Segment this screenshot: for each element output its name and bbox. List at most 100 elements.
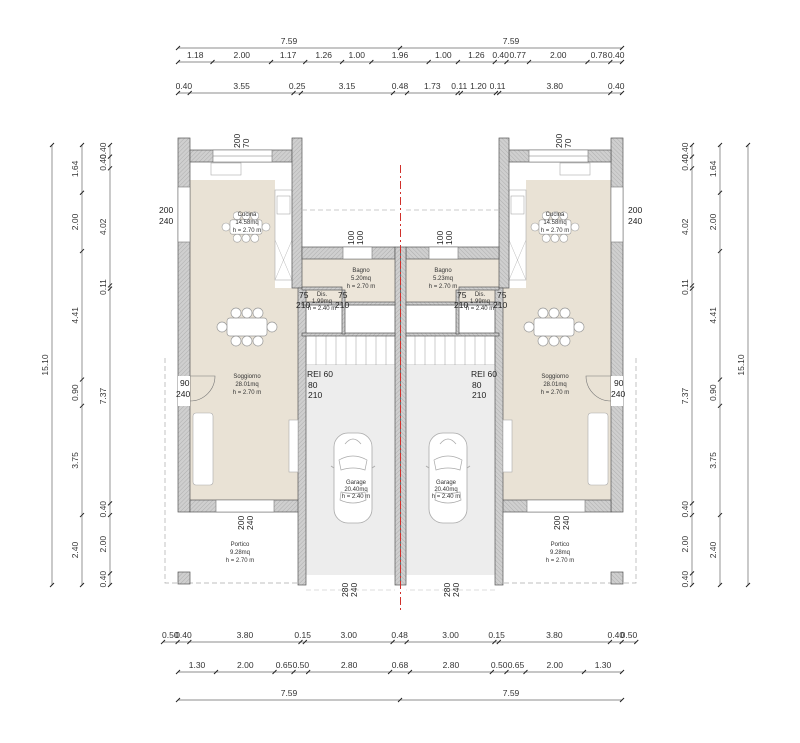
dimension-tick bbox=[387, 669, 393, 675]
room-area-garage: 20.40mq bbox=[344, 487, 367, 493]
dimension-tick bbox=[107, 501, 113, 506]
room-name-dis: Dis. bbox=[317, 292, 328, 298]
dimension-tick bbox=[689, 142, 695, 148]
dimension-value: 0.48 bbox=[392, 81, 409, 91]
opening-entry-door-h: 240 bbox=[611, 389, 625, 399]
dimension-value: 2.00 bbox=[233, 50, 250, 60]
dimension-value: 3.00 bbox=[340, 630, 357, 640]
dimension-tick bbox=[79, 377, 85, 382]
dimension-tick bbox=[272, 669, 277, 675]
dimension-tick bbox=[175, 45, 181, 51]
dimension-value: 0.40 bbox=[98, 501, 108, 518]
dimension-value: 1.26 bbox=[468, 50, 485, 60]
dimension-tick bbox=[455, 59, 461, 65]
dimension-tick bbox=[619, 669, 625, 675]
dimension-tick bbox=[186, 639, 192, 645]
dimension-value: 4.02 bbox=[680, 218, 690, 235]
dimension-value: 1.96 bbox=[392, 50, 409, 60]
opening-bath-window-h: 100 bbox=[355, 231, 365, 245]
dimension-tick bbox=[717, 142, 723, 148]
dimension-value: 0.40 bbox=[492, 50, 509, 60]
room-height-dis: h = 2.40 m bbox=[466, 306, 495, 312]
opening-dis-door-a-h: 210 bbox=[296, 300, 310, 310]
dimension-value: 1.64 bbox=[708, 160, 718, 177]
room-height-bagno: h = 2.70 m bbox=[429, 284, 458, 290]
opening-kitchen-window-h: 70 bbox=[241, 138, 251, 148]
room-height-garage: h = 2.40 m bbox=[432, 494, 461, 500]
labels-left: Cucina 14.58mq h = 2.70 m Bagno 5.20mq h… bbox=[159, 134, 375, 597]
opening-side-window-h: 240 bbox=[159, 216, 173, 226]
dimension-tick bbox=[619, 697, 625, 703]
dimension-value: 0.11 bbox=[451, 81, 467, 91]
dimension-tick bbox=[689, 283, 695, 288]
dimension-value: 1.20 bbox=[470, 81, 487, 91]
room-height-soggiorno: h = 2.70 m bbox=[541, 390, 570, 396]
dimension-tick bbox=[717, 248, 723, 254]
dimension-tick bbox=[504, 669, 509, 675]
dimension-tick bbox=[107, 512, 113, 518]
dimension-tick bbox=[79, 248, 85, 254]
dimension-value: 0.90 bbox=[70, 384, 80, 401]
room-area-soggiorno: 28.01mq bbox=[235, 382, 258, 388]
dimension-tick bbox=[607, 639, 613, 645]
dimension-value: 0.25 bbox=[289, 81, 306, 91]
dimension-tick bbox=[717, 512, 723, 518]
dimension-tick bbox=[107, 286, 113, 292]
dimension-tick bbox=[175, 90, 181, 96]
dimension-tick bbox=[49, 142, 55, 148]
opening-garage-door-rating: REI 60 bbox=[471, 369, 497, 379]
dimension-tick bbox=[504, 59, 509, 65]
room-area-garage: 20.40mq bbox=[434, 487, 457, 493]
room-name-garage: Garage bbox=[346, 480, 367, 486]
dimension-value: 1.30 bbox=[189, 660, 206, 670]
dimension-value: 0.50 bbox=[621, 630, 638, 640]
dimension-value: 2.00 bbox=[70, 213, 80, 230]
dimension-tick bbox=[745, 142, 751, 148]
dimension-tick bbox=[213, 669, 219, 675]
dimension-tick bbox=[397, 45, 403, 51]
opening-dis-door-a-h: 210 bbox=[454, 300, 468, 310]
room-name-soggiorno: Soggiorno bbox=[233, 374, 261, 380]
dimension-tick bbox=[745, 582, 751, 588]
dimension-value: 1.30 bbox=[595, 660, 612, 670]
room-name-garage: Garage bbox=[436, 480, 457, 486]
dimension-value: 1.26 bbox=[315, 50, 332, 60]
opening-side-window-w: 200 bbox=[159, 205, 173, 215]
dimension-value: 0.40 bbox=[680, 501, 690, 518]
dimension-tick bbox=[390, 90, 396, 96]
opening-bath-window-w: 100 bbox=[435, 231, 445, 245]
room-height-cucina: h = 2.70 m bbox=[233, 228, 262, 234]
opening-garage-door-h: 210 bbox=[308, 390, 322, 400]
dimension-value: 2.00 bbox=[708, 213, 718, 230]
dimension-value: 2.40 bbox=[708, 541, 718, 558]
dimension-tick bbox=[496, 90, 502, 96]
dimension-tick bbox=[489, 669, 495, 675]
dimension-value: 7.59 bbox=[281, 688, 298, 698]
opening-garage-gate-h: 240 bbox=[349, 583, 359, 597]
dimension-value: 4.41 bbox=[70, 307, 80, 324]
dimension-tick bbox=[717, 377, 723, 382]
dimension-value: 2.00 bbox=[550, 50, 567, 60]
dimension-tick bbox=[368, 59, 374, 65]
dimension-tick bbox=[160, 639, 166, 645]
dimension-tick bbox=[619, 90, 625, 96]
room-area-dis: 1.99mq bbox=[312, 299, 332, 305]
dimension-tick bbox=[175, 59, 181, 65]
dimension-tick bbox=[107, 165, 113, 171]
dimension-value: 7.59 bbox=[503, 36, 520, 46]
opening-dis-door-b-h: 210 bbox=[493, 300, 507, 310]
dimension-value: 0.77 bbox=[509, 50, 526, 60]
dimension-value: 0.11 bbox=[98, 279, 108, 295]
dimension-value: 3.75 bbox=[70, 452, 80, 469]
room-area-soggiorno: 28.01mq bbox=[543, 382, 566, 388]
dimension-value: 2.80 bbox=[443, 660, 460, 670]
dimension-tick bbox=[689, 512, 695, 518]
room-area-dis: 1.99mq bbox=[470, 299, 490, 305]
dimension-value: 0.40 bbox=[98, 571, 108, 588]
dimension-tick bbox=[496, 639, 502, 645]
dimension-value: 1.18 bbox=[187, 50, 204, 60]
dimension-value: 0.40 bbox=[608, 50, 625, 60]
dimension-tick bbox=[717, 190, 723, 196]
dimension-tick bbox=[607, 59, 613, 65]
